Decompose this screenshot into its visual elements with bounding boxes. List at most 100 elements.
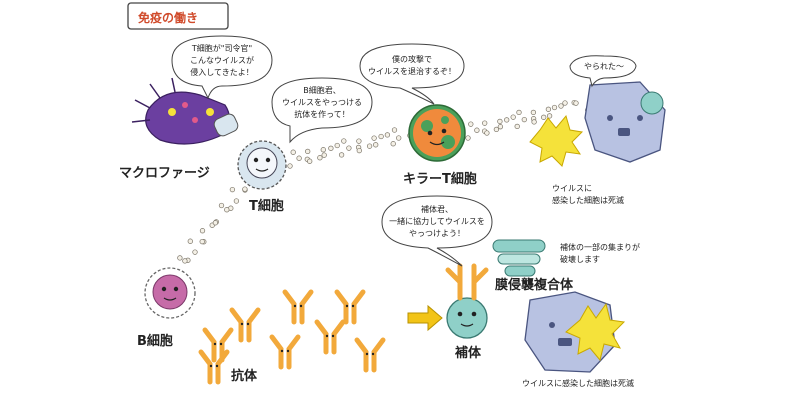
speech-bubble-macrophage xyxy=(171,35,273,100)
speech-text-tcell: B細胞君、ウイルスをやっつける抗体を作って！ xyxy=(282,86,362,119)
signal-dot xyxy=(521,116,527,123)
signal-dot xyxy=(396,135,402,141)
killer-t-cell-icon xyxy=(408,104,466,162)
signal-dot xyxy=(514,123,520,130)
signal-dot xyxy=(218,202,225,209)
antibody-icon xyxy=(198,349,230,385)
signal-dot xyxy=(320,147,326,153)
t-cell-icon xyxy=(237,140,287,190)
signal-dot xyxy=(546,113,553,119)
signal-dot xyxy=(296,155,302,161)
speech-bubble-killer xyxy=(359,43,465,105)
signal-dot xyxy=(504,117,510,123)
signal-dot xyxy=(493,126,500,133)
speech-text-killer: 僕の攻撃でウイルスを退治するぞ！ xyxy=(368,55,456,76)
signal-dot xyxy=(305,148,311,155)
speech-text-complement: 補体君、一緒に協力してウイルスをやっつけよう！ xyxy=(389,205,485,238)
antibody-icon xyxy=(202,327,234,363)
signal-dot xyxy=(474,127,480,133)
signal-dot xyxy=(390,141,396,147)
signal-dot xyxy=(346,145,352,151)
signal-dot xyxy=(328,145,334,151)
signal-dot xyxy=(356,147,362,154)
page-title: 免疫の働き xyxy=(138,11,199,25)
signal-dot xyxy=(192,249,198,255)
signal-dot xyxy=(484,130,490,136)
infected-cell-top-icon xyxy=(529,81,666,167)
signal-dot xyxy=(497,124,504,130)
label-antibody: 抗体 xyxy=(231,369,258,384)
signal-dot xyxy=(516,109,522,116)
signal-dot xyxy=(558,103,564,109)
signal-dot xyxy=(371,135,377,141)
signal-dot xyxy=(182,258,188,264)
note-mac: 補体の一部の集まりが破壊します xyxy=(560,243,640,264)
macrophage-icon xyxy=(131,77,239,145)
arrow-icon xyxy=(407,304,443,332)
signal-dot xyxy=(290,149,296,155)
signal-dot xyxy=(317,155,323,161)
signal-dot xyxy=(199,228,206,234)
antibody-group xyxy=(198,289,386,385)
antibody-icon xyxy=(229,307,261,343)
speech-bubble-tcell xyxy=(271,77,373,144)
signal-dot xyxy=(482,120,488,126)
signal-dot xyxy=(510,114,516,120)
signal-dot xyxy=(468,121,474,127)
signal-dot xyxy=(573,100,579,106)
speech-text-macrophage: T細胞が"司令官"こんなウイルスが侵入してきたよ！ xyxy=(190,44,254,77)
signal-dot xyxy=(287,163,293,169)
label-complement: 補体 xyxy=(455,346,482,361)
label-t-cell: T細胞 xyxy=(249,199,284,214)
b-cell-icon xyxy=(144,267,196,319)
title-frame xyxy=(127,2,229,30)
infected-cell-bottom-icon xyxy=(524,291,626,373)
mac-complex-icon xyxy=(492,239,546,277)
note-infected-top: ウイルスに感染した細胞は死滅 xyxy=(552,184,624,205)
label-macrophage: マクロファージ xyxy=(119,166,210,181)
antibody-icon xyxy=(314,319,346,355)
signal-dot xyxy=(366,143,373,149)
signal-dot xyxy=(391,127,398,133)
signal-dot xyxy=(242,186,248,192)
antibody-icon xyxy=(354,337,386,373)
signal-dot xyxy=(341,138,347,144)
label-mac: 膜侵襲複合体 xyxy=(495,278,574,293)
signal-dot xyxy=(356,138,362,144)
signal-dot xyxy=(562,100,568,106)
signal-dots xyxy=(177,99,601,264)
antibody-icon xyxy=(269,334,301,370)
signal-dot xyxy=(531,119,537,125)
signal-dot xyxy=(224,207,230,213)
signal-dot xyxy=(497,118,503,125)
antibody-icon xyxy=(334,289,366,325)
signal-dot xyxy=(545,106,552,112)
signal-dot xyxy=(378,133,384,140)
signal-dot xyxy=(212,220,219,226)
signal-dot xyxy=(465,135,471,141)
note-infected-bottom: ウイルスに感染した細胞は死滅 xyxy=(522,379,634,388)
complement-icon xyxy=(445,263,489,339)
signal-dot xyxy=(541,114,547,120)
signal-dot xyxy=(384,132,391,138)
signal-dot xyxy=(321,152,327,158)
signal-dot xyxy=(530,109,537,116)
signal-dot xyxy=(373,142,379,148)
antibody-icon xyxy=(282,289,314,325)
signal-dot xyxy=(551,104,558,111)
signal-dot xyxy=(307,158,313,164)
speech-bubble-virus xyxy=(569,55,637,88)
signal-dot xyxy=(199,238,205,245)
signal-dot xyxy=(187,238,193,244)
label-killer-t-cell: キラーT細胞 xyxy=(403,172,477,187)
signal-dot xyxy=(338,152,345,158)
signal-dot xyxy=(177,255,183,261)
signal-dot xyxy=(233,198,240,204)
signal-dot xyxy=(229,186,236,193)
speech-bubble-complement xyxy=(381,195,493,267)
speech-text-virus: やられた～ xyxy=(584,62,624,71)
label-b-cell: B細胞 xyxy=(137,334,173,349)
signal-dot xyxy=(334,142,340,149)
